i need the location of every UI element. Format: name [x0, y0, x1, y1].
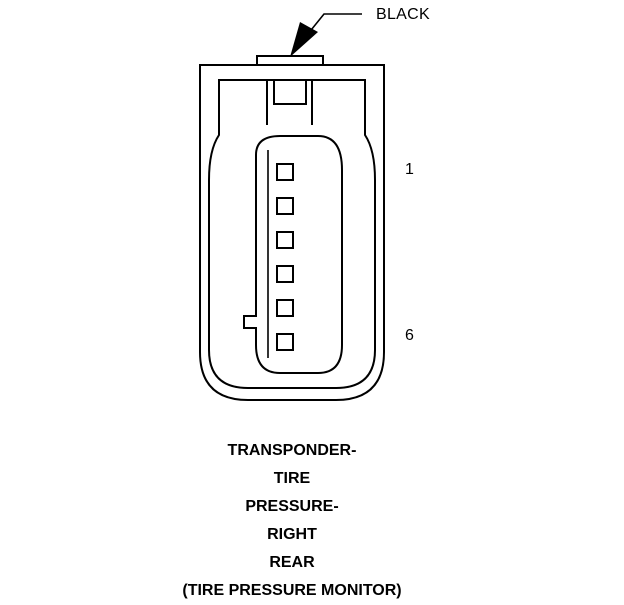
pin-terminal: [276, 197, 294, 215]
first-pin-label: 1: [405, 161, 414, 178]
caption-line: TIRE: [273, 470, 311, 487]
connector-housing-inner: [208, 79, 376, 389]
caption-line: PRESSURE-: [245, 498, 339, 515]
lock-window: [273, 79, 307, 105]
pin-terminal: [276, 231, 294, 249]
pin-terminal: [276, 299, 294, 317]
connector-caption: TRANSPONDER- TIRE PRESSURE- RIGHT REAR (…: [0, 437, 584, 605]
caption-line: REAR: [269, 554, 315, 571]
color-leader-arrow: [290, 22, 318, 57]
latch-tab: [256, 55, 324, 66]
caption-line: (TIRE PRESSURE MONITOR): [182, 582, 402, 599]
caption-line: TRANSPONDER-: [227, 442, 357, 459]
pin-terminal: [276, 265, 294, 283]
pin-terminal: [276, 163, 294, 181]
caption-line: RIGHT: [267, 526, 317, 543]
pin-terminal: [276, 333, 294, 351]
wire-color-label: BLACK: [376, 6, 430, 23]
last-pin-label: 6: [405, 327, 414, 344]
pin-terminals: [276, 163, 294, 351]
